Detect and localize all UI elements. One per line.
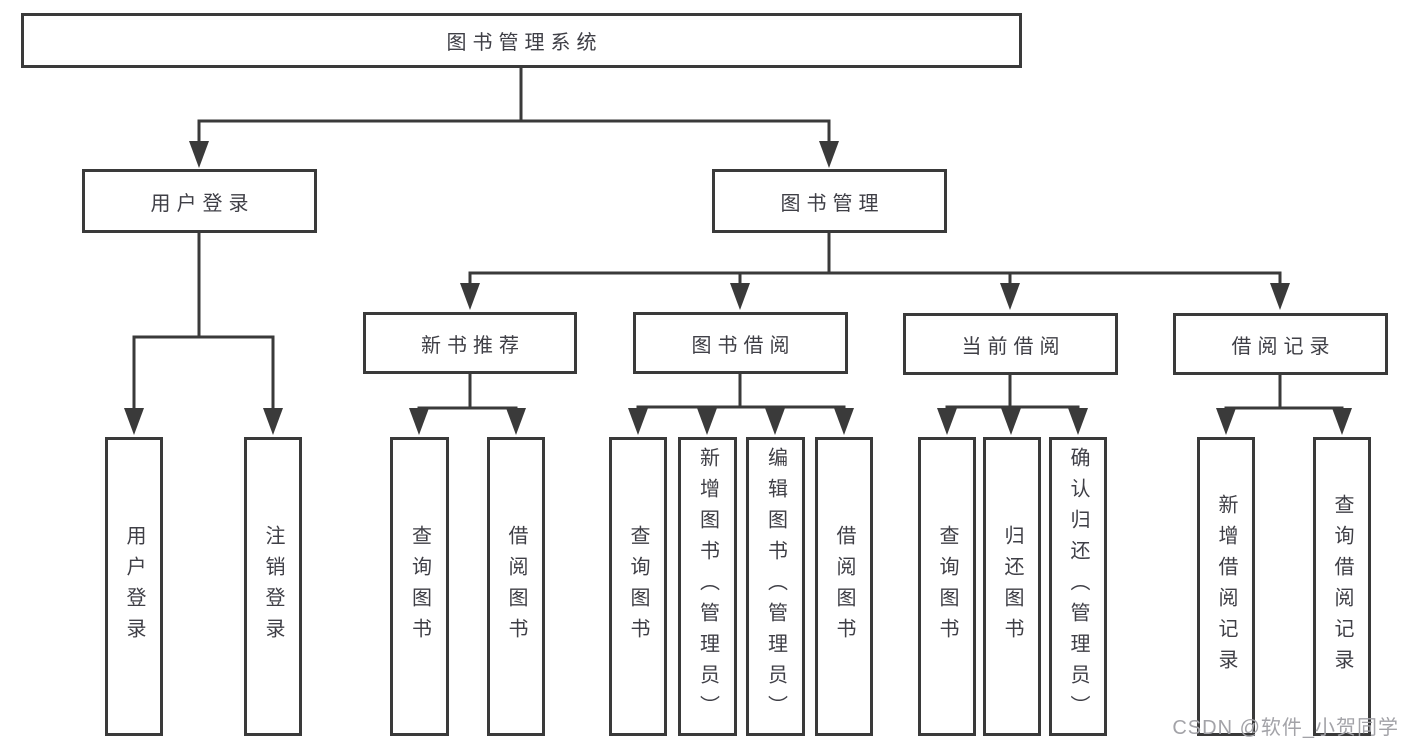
arrow-down-icon (409, 408, 429, 435)
arrow-down-icon (834, 408, 854, 435)
leaf-add-borrow-record: 新增借阅记录 (1197, 437, 1255, 736)
leaf-add-books-admin: 新增图书（管理员） (678, 437, 737, 736)
arrow-down-icon (765, 408, 785, 435)
leaf-borrow-books: 借阅图书 (815, 437, 873, 736)
connector-current-borrowing (945, 371, 1080, 414)
connector-borrowing-records (1224, 371, 1344, 414)
arrow-down-icon (506, 408, 526, 435)
leaf-user-login: 用户登录 (105, 437, 163, 736)
leaf-confirm-return-admin: 确认归还（管理员） (1049, 437, 1107, 736)
connector-book-borrowing (636, 370, 846, 414)
connector-book-management (468, 230, 1282, 288)
node-current-borrowing: 当前借阅 (903, 313, 1118, 375)
arrow-down-icon (460, 283, 480, 310)
leaf-query-books-current: 查询图书 (918, 437, 976, 736)
arrow-down-icon (1000, 283, 1020, 310)
leaf-return-books: 归还图书 (983, 437, 1041, 736)
arrow-down-icon (1216, 408, 1236, 435)
csdn-watermark: CSDN @软件_小贺同学 (1172, 717, 1399, 739)
leaf-borrow-books-recommend: 借阅图书 (487, 437, 545, 736)
connector-new-book-recommend (417, 370, 518, 414)
arrow-down-icon (1001, 408, 1021, 435)
leaf-edit-books-admin: 编辑图书（管理员） (746, 437, 805, 736)
arrow-down-icon (1068, 408, 1088, 435)
arrow-down-icon (937, 408, 957, 435)
node-new-book-recommend: 新书推荐 (363, 312, 577, 374)
arrow-down-icon (730, 283, 750, 310)
arrow-down-icon (697, 408, 717, 435)
arrow-down-icon (628, 408, 648, 435)
arrow-down-icon (1270, 283, 1290, 310)
node-book-borrowing: 图书借阅 (633, 312, 848, 374)
node-borrowing-records: 借阅记录 (1173, 313, 1388, 375)
arrow-down-icon (263, 408, 283, 435)
leaf-logout: 注销登录 (244, 437, 302, 736)
arrow-down-icon (124, 408, 144, 435)
leaf-query-borrow-record: 查询借阅记录 (1313, 437, 1371, 736)
connector-root (197, 65, 831, 146)
leaf-query-books-recommend: 查询图书 (390, 437, 449, 736)
node-library-management-system: 图书管理系统 (21, 13, 1022, 68)
arrow-down-icon (819, 141, 839, 168)
arrow-down-icon (189, 141, 209, 168)
node-user-login-group: 用户登录 (82, 169, 317, 233)
arrow-down-icon (1332, 408, 1352, 435)
node-book-management: 图书管理 (712, 169, 947, 233)
leaf-query-books-borrowing: 查询图书 (609, 437, 667, 736)
connector-user-login (132, 230, 275, 412)
arrowheads (124, 141, 1352, 435)
